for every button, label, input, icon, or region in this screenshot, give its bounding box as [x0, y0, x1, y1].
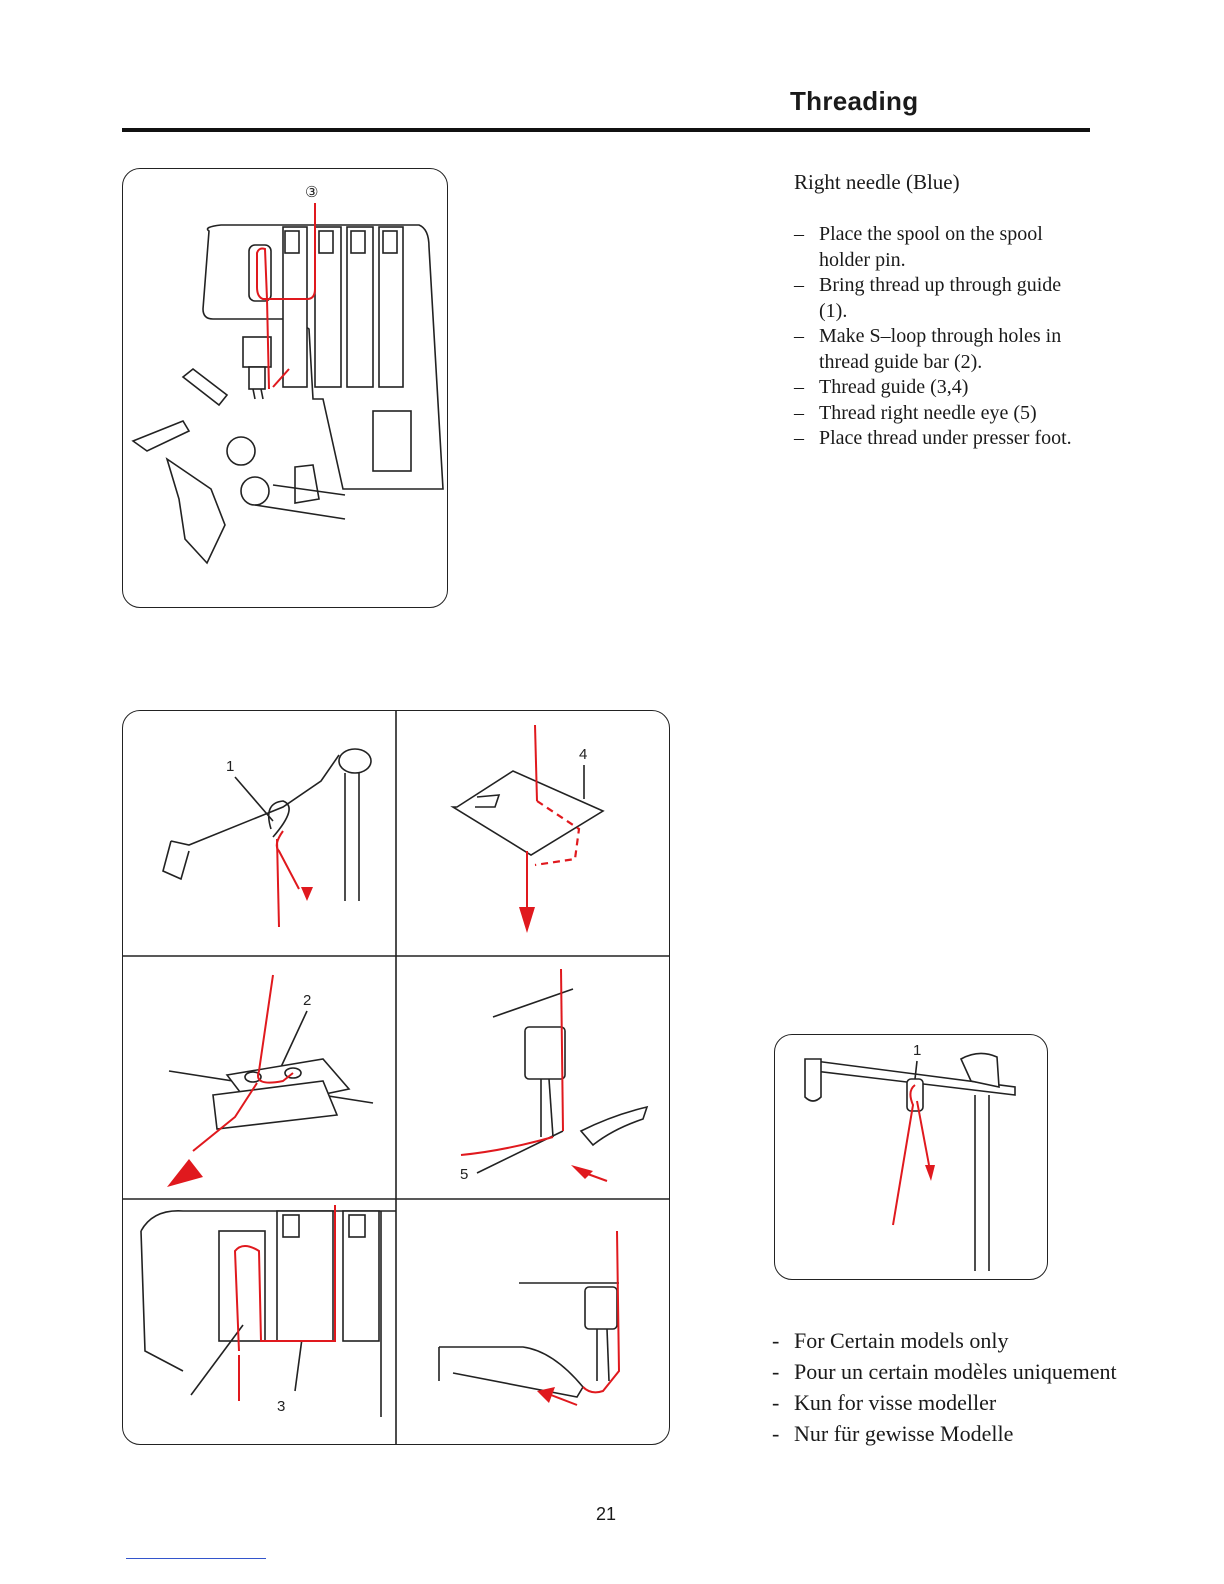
- step-item: Place the spool on the spool holder pin.: [794, 222, 1094, 273]
- threading-steps: Place the spool on the spool holder pin.…: [794, 222, 1094, 452]
- callout-1-inset: 1: [913, 1042, 921, 1059]
- callout-5: 5: [460, 1166, 468, 1183]
- step-item: Bring thread up through guide (1).: [794, 273, 1094, 324]
- callout-3: ③: [305, 184, 318, 201]
- note-item: Nur für gewisse Modelle: [772, 1418, 1117, 1449]
- page-title: Threading: [790, 86, 919, 116]
- callout-1: 1: [226, 758, 234, 775]
- step-item: Thread right needle eye (5): [794, 401, 1094, 427]
- steps-heading: Right needle (Blue): [794, 170, 960, 194]
- step-item: Make S–loop through holes in thread guid…: [794, 324, 1094, 375]
- spool-guide-inset: 1: [774, 1034, 1048, 1280]
- step-item: Thread guide (3,4): [794, 375, 1094, 401]
- step-item: Place thread under presser foot.: [794, 426, 1094, 452]
- model-notes: For Certain models only Pour un certain …: [772, 1325, 1117, 1449]
- page-number: 21: [596, 1504, 617, 1524]
- callout-2: 2: [303, 992, 311, 1009]
- callout-3-grid: 3: [277, 1398, 285, 1415]
- footer-line: [126, 1558, 266, 1559]
- note-item: Kun for visse modeller: [772, 1387, 1117, 1418]
- threading-steps-grid: 1 4 2 5: [122, 710, 670, 1445]
- note-item: Pour un certain modèles uniquement: [772, 1356, 1117, 1387]
- note-item: For Certain models only: [772, 1325, 1117, 1356]
- header-rule: [122, 128, 1090, 132]
- callout-4: 4: [579, 746, 587, 763]
- overview-illustration: ③: [122, 168, 448, 608]
